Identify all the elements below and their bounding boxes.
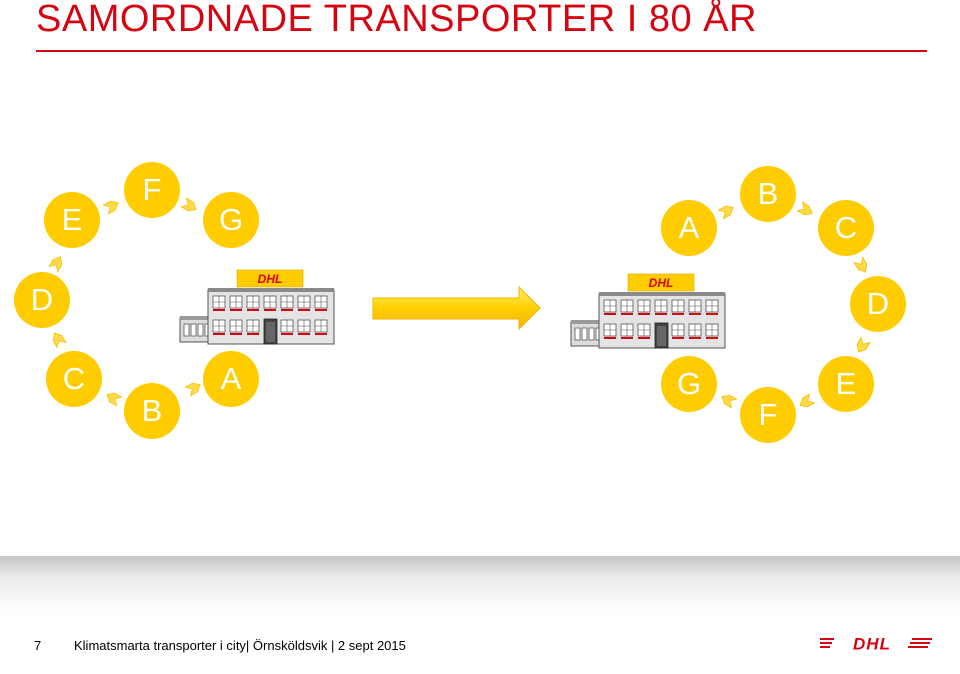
left-flow-arrow-6 [181,197,199,215]
right-stop-d: D [850,276,906,332]
right-warehouse-icon [570,273,726,349]
page-title: SAMORDNADE TRANSPORTER I 80 ÅR [36,0,757,40]
left-flow-arrow-5 [103,197,121,215]
left-flow-arrow-1 [185,379,203,397]
svg-text:DHL: DHL [853,635,891,653]
left-warehouse-icon [179,269,335,345]
right-flow-arrow-6 [719,391,737,409]
left-flow-arrow-4 [48,254,66,272]
right-arrow-icon [372,285,541,331]
page-number: 7 [34,638,42,653]
footer-text: Klimatsmarta transporter i city| Örnsköl… [74,638,406,653]
diagram-graphics: DHL [48,197,871,411]
left-stop-a: A [203,351,259,407]
left-stop-b: B [124,383,180,439]
dhl-logo: DHL [820,635,932,653]
right-flow-arrow-3 [853,257,871,275]
right-stop-f: F [740,387,796,443]
left-flow-arrow-2 [104,389,122,407]
left-stop-f: F [124,162,180,218]
left-stop-c: C [46,351,102,407]
right-stop-a: A [661,200,717,256]
left-flow-arrow-3 [49,330,67,348]
right-stop-b: B [740,166,796,222]
right-flow-arrow-4 [853,337,871,355]
right-stop-c: C [818,200,874,256]
left-stop-e: E [44,192,100,248]
right-stop-g: G [661,356,717,412]
right-flow-arrow-5 [797,393,815,411]
diagram: E F G D C B A A B C D E F G [14,162,906,443]
title-rule [36,50,927,52]
right-flow-arrow-1 [718,202,736,220]
left-stop-g: G [203,192,259,248]
right-stop-e: E [818,356,874,412]
footer-band [0,556,960,674]
left-stop-d: D [14,272,70,328]
right-flow-arrow-2 [797,201,815,219]
